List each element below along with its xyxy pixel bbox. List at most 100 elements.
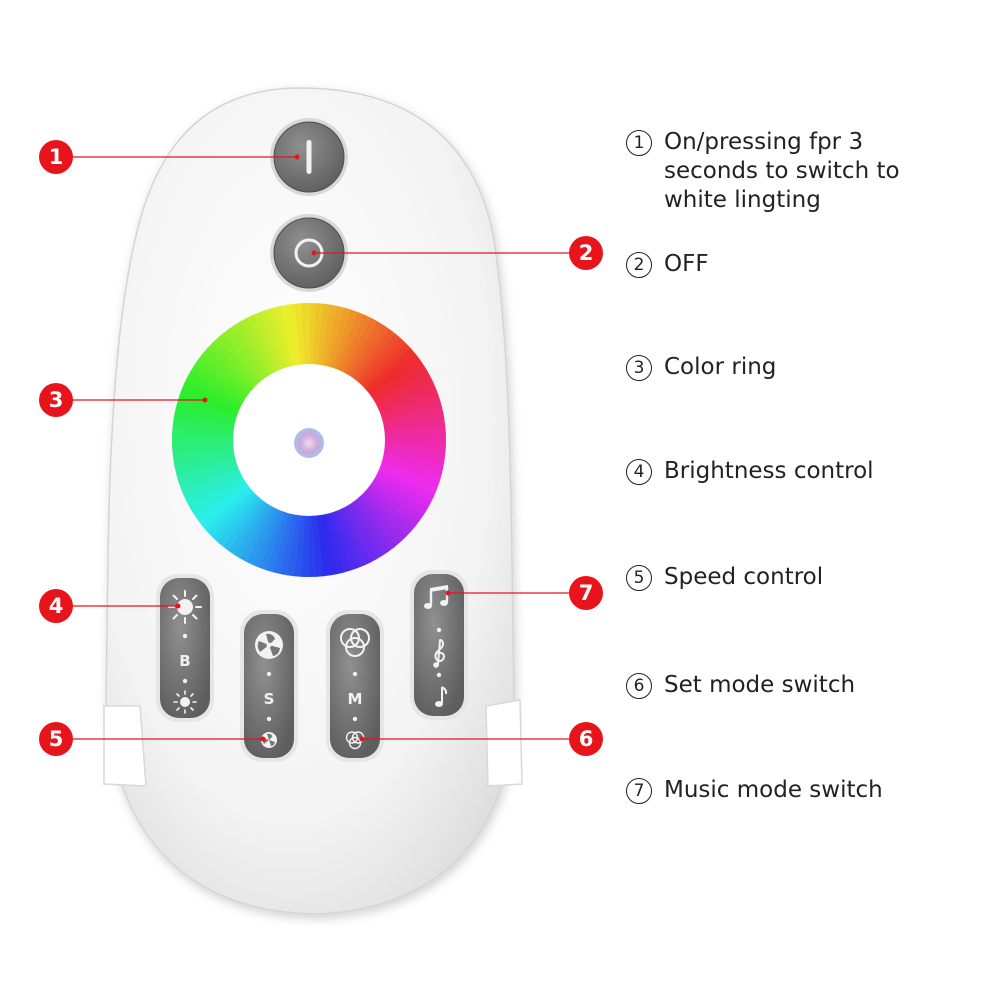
right-clip bbox=[485, 699, 523, 787]
color-ring-segment bbox=[253, 311, 284, 373]
color-ring-segment bbox=[201, 485, 255, 532]
legend-text: Music mode switch bbox=[664, 777, 883, 803]
callout-badge-4: 4 bbox=[39, 589, 73, 623]
svg-text:6: 6 bbox=[579, 727, 594, 751]
power-off-button[interactable] bbox=[270, 214, 348, 292]
color-ring-segment bbox=[374, 377, 435, 411]
color-ring-segment bbox=[345, 502, 384, 560]
svg-text:3: 3 bbox=[49, 388, 64, 412]
color-ring-segment bbox=[272, 511, 294, 575]
fan-icon bbox=[255, 631, 283, 659]
color-ring-segment bbox=[376, 384, 438, 415]
color-ring-segment bbox=[346, 321, 385, 379]
color-ring-segment bbox=[339, 314, 373, 375]
legend-number: 1 bbox=[626, 130, 652, 156]
mode-button[interactable]: M bbox=[326, 610, 384, 762]
color-ring-segment bbox=[221, 497, 266, 551]
color-ring-segment bbox=[342, 317, 379, 377]
color-ring-segment bbox=[368, 480, 424, 522]
color-ring-segment bbox=[173, 450, 237, 469]
legend-number: 6 bbox=[626, 673, 652, 699]
color-ring-segment bbox=[193, 479, 250, 521]
color-ring-segment bbox=[206, 488, 257, 537]
color-ring-segment bbox=[183, 376, 244, 410]
legend-text: OFF bbox=[664, 251, 709, 277]
legend-number: 7 bbox=[626, 778, 652, 804]
music-button[interactable] bbox=[410, 570, 468, 720]
power-on-button[interactable] bbox=[270, 118, 348, 196]
color-ring-segment bbox=[354, 494, 401, 548]
color-ring-segment bbox=[379, 459, 442, 484]
color-ring-segment bbox=[381, 447, 446, 463]
legend-item-6: 6 Set mode switch bbox=[626, 671, 996, 700]
color-ring-segment bbox=[373, 371, 432, 408]
legend-text: Brightness control bbox=[664, 458, 874, 484]
rings-icon bbox=[340, 628, 370, 657]
color-ring-segment bbox=[176, 458, 239, 483]
color-ring-segment bbox=[327, 510, 352, 573]
color-ring-segment bbox=[320, 304, 339, 368]
music-note-icon bbox=[435, 686, 448, 707]
sun-dim-icon bbox=[173, 690, 197, 714]
legend-text: Set mode switch bbox=[664, 672, 856, 698]
speed-letter: S bbox=[264, 690, 275, 708]
color-ring-segment bbox=[370, 477, 428, 516]
color-ring-segment bbox=[178, 389, 241, 418]
color-ring-segment bbox=[194, 358, 250, 400]
color-ring-segment bbox=[361, 343, 412, 392]
color-ring-segment bbox=[377, 462, 440, 491]
speed-button[interactable]: S bbox=[240, 610, 298, 762]
callout-badge-5: 5 bbox=[39, 722, 73, 756]
color-ring-segment bbox=[207, 342, 258, 391]
callout-lines bbox=[70, 156, 572, 740]
legend-item-7: 7 Music mode switch bbox=[626, 776, 996, 805]
svg-text:2: 2 bbox=[579, 241, 594, 265]
color-ring-segment bbox=[212, 337, 261, 388]
color-ring-segment bbox=[178, 462, 240, 490]
callout-badge-1: 1 bbox=[39, 140, 73, 174]
color-ring-segment bbox=[279, 512, 298, 576]
color-ring-segment bbox=[381, 451, 445, 470]
color-ring-segment bbox=[331, 309, 360, 372]
color-ring-segment bbox=[181, 382, 242, 414]
color-ring-segment bbox=[234, 320, 273, 378]
color-ring-segment bbox=[176, 396, 239, 421]
color-ring-segment bbox=[259, 309, 287, 371]
color-ring-segment bbox=[258, 508, 287, 571]
color-ring-segment bbox=[381, 411, 445, 430]
color-ring-segment bbox=[174, 403, 238, 425]
color-ring[interactable] bbox=[172, 303, 446, 577]
color-ring-segment bbox=[245, 505, 279, 566]
color-ring-segment bbox=[172, 438, 236, 448]
color-ring-center-dot[interactable] bbox=[294, 428, 324, 458]
color-ring-segment bbox=[227, 499, 269, 555]
svg-text:4: 4 bbox=[49, 594, 64, 618]
fan-small-icon bbox=[261, 732, 277, 748]
color-ring-segment bbox=[251, 507, 283, 568]
color-ring-segment bbox=[222, 328, 267, 383]
color-ring-segment bbox=[334, 507, 365, 569]
color-ring-segment bbox=[382, 432, 446, 442]
legend-text: Color ring bbox=[664, 354, 777, 380]
color-ring-segment bbox=[380, 455, 444, 477]
color-ring-segment bbox=[172, 417, 237, 433]
color-ring-segment bbox=[202, 347, 255, 394]
color-ring-segment bbox=[286, 512, 302, 577]
legend-number: 3 bbox=[626, 355, 652, 381]
color-ring-segment bbox=[376, 466, 437, 498]
brightness-button[interactable]: B bbox=[156, 574, 214, 722]
music-notes-icon bbox=[424, 585, 449, 609]
callout-badge-7: 7 bbox=[569, 576, 603, 610]
color-ring-segment bbox=[380, 404, 444, 426]
color-ring-segment bbox=[378, 390, 440, 418]
sun-bright-icon bbox=[168, 590, 202, 624]
color-ring-segment bbox=[174, 454, 238, 476]
left-clip bbox=[103, 705, 147, 787]
color-ring-segment bbox=[197, 482, 252, 527]
color-ring-segment bbox=[328, 307, 353, 370]
color-ring-segment bbox=[211, 491, 260, 542]
